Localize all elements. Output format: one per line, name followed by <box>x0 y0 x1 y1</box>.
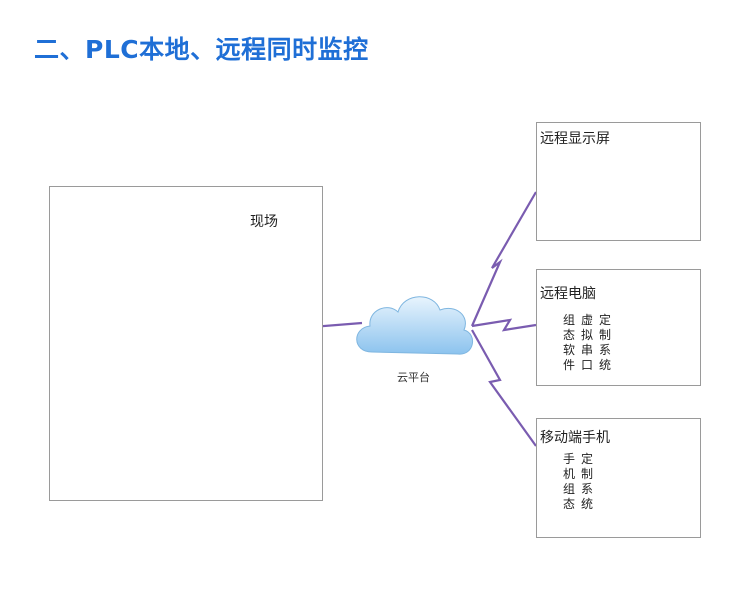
remote-pc-software-list: 组态软件 虚拟串口 定制系统 <box>563 313 617 373</box>
vertical-char: 虚 <box>581 313 594 327</box>
vertical-char: 系 <box>581 482 594 496</box>
vertical-char: 拟 <box>581 328 594 342</box>
link-cloud-to-mobile <box>471 329 537 447</box>
remote-pc-box <box>536 269 701 386</box>
vertical-char: 定 <box>599 313 612 327</box>
vertical-char: 手 <box>563 452 576 466</box>
vertical-char: 组 <box>563 482 576 496</box>
vertical-char: 统 <box>581 497 594 511</box>
vertical-char: 串 <box>581 343 594 357</box>
mobile-software-col-2: 定制系统 <box>581 452 593 512</box>
mobile-box <box>536 418 701 538</box>
mobile-software-list: 手机组态 定制系统 <box>563 452 599 512</box>
vertical-char: 组 <box>563 313 576 327</box>
mobile-software-col-1: 手机组态 <box>563 452 575 512</box>
vertical-char: 机 <box>563 467 576 481</box>
cloud-icon <box>356 296 473 355</box>
vertical-char: 定 <box>581 452 594 466</box>
vertical-char: 态 <box>563 497 576 511</box>
remote-pc-software-col-3: 定制系统 <box>599 313 611 373</box>
vertical-char: 口 <box>581 358 594 372</box>
vertical-char: 统 <box>599 358 612 372</box>
remote-screen-label: 远程显示屏 <box>540 131 610 147</box>
vertical-char: 制 <box>581 467 594 481</box>
remote-pc-label: 远程电脑 <box>540 286 596 302</box>
vertical-char: 件 <box>563 358 576 372</box>
site-label: 现场 <box>250 214 278 230</box>
cloud-label: 云平台 <box>397 371 430 384</box>
link-cloud-to-remote-pc <box>471 318 537 332</box>
mobile-label: 移动端手机 <box>540 430 610 446</box>
remote-pc-software-col-2: 虚拟串口 <box>581 313 593 373</box>
remote-pc-software-col-1: 组态软件 <box>563 313 575 373</box>
site-panel <box>49 186 323 501</box>
link-cloud-to-remote-screen <box>470 191 537 327</box>
remote-screen-box <box>536 122 701 241</box>
vertical-char: 软 <box>563 343 576 357</box>
vertical-char: 系 <box>599 343 612 357</box>
page-title: 二、PLC本地、远程同时监控 <box>34 35 369 64</box>
vertical-char: 制 <box>599 328 612 342</box>
vertical-char: 态 <box>563 328 576 342</box>
